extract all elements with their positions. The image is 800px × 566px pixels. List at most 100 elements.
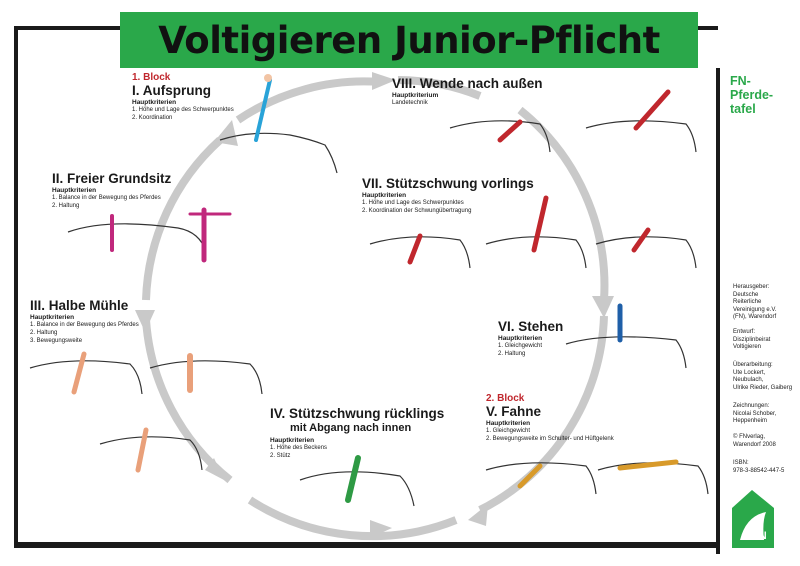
credit-line: ISBN:: [733, 460, 749, 466]
section-heading: VI. Stehen: [498, 319, 564, 334]
figure-fahne-2: [617, 459, 679, 471]
horse-aufsprung: [219, 132, 338, 174]
credit-line: Disziplinbeirat: [733, 336, 771, 343]
criteria-item: 2. Haltung: [30, 330, 58, 336]
figure-aufsprung: [254, 78, 272, 142]
section-grundsitz: II. Freier Grundsitz Hauptkriterien 1. B…: [52, 171, 171, 210]
arrow-arc-left-top: [142, 137, 223, 301]
arrow-arc-bottom: [247, 496, 458, 541]
horse-wende-2: [585, 120, 697, 153]
section-aufsprung: 1. Block I. Aufsprung Hauptkriterien 1. …: [132, 72, 234, 122]
title-banner: Voltigieren Junior-Pflicht: [120, 12, 698, 68]
block-label: 2. Block: [486, 393, 525, 404]
section-heading: I. Aufsprung: [132, 83, 211, 98]
horse-rueck: [299, 471, 415, 507]
fn-badge: [732, 490, 774, 548]
criteria-label: Hauptkriterien: [52, 187, 97, 194]
figure-wende-2: [633, 89, 671, 131]
figure-vorlings-3: [631, 227, 651, 253]
page-title: Voltigieren Junior-Pflicht: [158, 18, 660, 62]
horse-vorlings-3: [595, 236, 697, 269]
horse-muehle-1: [29, 360, 143, 395]
criteria-label: Hauptkriterien: [498, 335, 543, 342]
figure-rueck: [345, 455, 361, 503]
criteria-label: Hauptkriterien: [30, 314, 75, 321]
credit-line: Neubulach,: [733, 377, 764, 383]
credit-line: 978-3-88542-447-5: [733, 467, 785, 474]
arrow-heads: [135, 72, 614, 538]
criteria-item: 2. Bewegungsweite im Schulter- und Hüftg…: [486, 436, 614, 442]
fn-badge-text: FN: [752, 530, 767, 542]
figure-vorlings-1: [407, 233, 423, 265]
arrow-head-2: [135, 310, 155, 332]
section-heading: III. Halbe Mühle: [30, 298, 129, 313]
credit-line: Nicolai Schober,: [733, 410, 777, 417]
section-heading: V. Fahne: [486, 404, 542, 419]
section-subheading: mit Abgang nach innen: [290, 422, 412, 434]
section-muehle: III. Halbe Mühle Hauptkriterien 1. Balan…: [30, 298, 139, 345]
credit-line: Entwurf:: [733, 329, 756, 335]
credit-line: Warendorf 2008: [733, 441, 776, 448]
credit-line: Heppenheim: [733, 418, 768, 424]
section-heading: VII. Stützschwung vorlings: [362, 176, 534, 191]
section-stehen: VI. Stehen Hauptkriterien 1. Gleichgewic…: [498, 319, 563, 358]
section-heading: II. Freier Grundsitz: [52, 171, 172, 186]
horse-muehle-2: [149, 360, 263, 395]
section-heading: VIII. Wende nach außen: [392, 76, 543, 91]
frame-right-bar: [716, 68, 720, 554]
credits-isbn: ISBN: 978-3-88542-447-5: [733, 460, 784, 475]
figure-muehle-3: [135, 427, 149, 473]
arrow-arc-right: [517, 106, 609, 301]
horses: [29, 120, 709, 507]
criteria-item: 2. Koordination der Schwungübertragung: [362, 208, 472, 214]
credit-line: Ulrike Rieder, Gaiberg: [733, 384, 793, 391]
credits-copyright: © FNverlag, Warendorf 2008: [733, 434, 776, 449]
horse-vorlings-1: [369, 236, 471, 269]
section-vorlings: VII. Stützschwung vorlings Hauptkriterie…: [362, 176, 534, 215]
criteria-item: Landetechnik: [392, 100, 428, 106]
credit-line: Reiterliche: [733, 299, 762, 305]
arrow-head-6: [592, 296, 614, 318]
criteria-item: 1. Balance in der Bewegung des Pferdes: [30, 322, 139, 328]
horse-muehle-3: [99, 436, 203, 471]
credit-line: Ute Lockert,: [733, 369, 766, 376]
horse-grundsitz: [67, 223, 207, 253]
criteria-item: 3. Bewegungsweite: [30, 338, 83, 344]
horse-head-icon: [740, 512, 766, 540]
logo-line: Pferde-: [730, 88, 774, 102]
credit-line: Herausgeber:: [733, 284, 770, 290]
criteria-label: Hauptkriterien: [132, 99, 177, 106]
logo-line: tafel: [730, 102, 756, 116]
figures: [71, 74, 679, 503]
credits-edit: Überarbeitung: Ute Lockert, Neubulach, U…: [733, 362, 792, 392]
arrow-arc-bottom-right: [478, 315, 608, 514]
criteria-label: Hauptkriterien: [362, 192, 407, 199]
credits-publisher: Herausgeber: Deutsche Reiterliche Verein…: [733, 284, 776, 322]
criteria-item: 2. Haltung: [498, 351, 526, 357]
criteria-item: 1. Balance in der Bewegung des Pferdes: [52, 195, 161, 201]
logo-line: FN-: [730, 74, 751, 88]
arrow-arc-top-left: [235, 77, 381, 124]
figure-aufsprung-head: [264, 74, 272, 82]
criteria-label: Hauptkriterium: [392, 92, 439, 99]
credits-drawings: Zeichnungen: Nicolai Schober, Heppenheim: [733, 403, 776, 426]
criteria-item: 1. Höhe des Beckens: [270, 445, 328, 451]
criteria-label: Hauptkriterien: [486, 420, 531, 427]
figure-fahne-1: [517, 463, 543, 489]
criteria-item: 2. Koordination: [132, 115, 173, 121]
horse-fahne-1: [485, 462, 597, 495]
figure-vorlings-2: [531, 195, 549, 253]
section-fahne: 2. Block V. Fahne Hauptkriterien 1. Glei…: [486, 393, 614, 443]
criteria-item: 2. Haltung: [52, 203, 80, 209]
credit-line: © FNverlag,: [733, 434, 766, 440]
fn-pferdetafel-logo: FN- Pferde- tafel: [730, 74, 773, 116]
credit-line: Voltigieren: [733, 344, 762, 350]
figure-muehle-1: [71, 351, 87, 395]
section-wende: VIII. Wende nach außen Hauptkriterium La…: [392, 76, 543, 107]
section-heading: IV. Stützschwung rücklings: [270, 406, 445, 421]
credit-line: Deutsche: [733, 291, 759, 298]
block-label: 1. Block: [132, 72, 171, 83]
horse-stehen: [565, 336, 687, 369]
arrow-head-5: [468, 504, 488, 526]
